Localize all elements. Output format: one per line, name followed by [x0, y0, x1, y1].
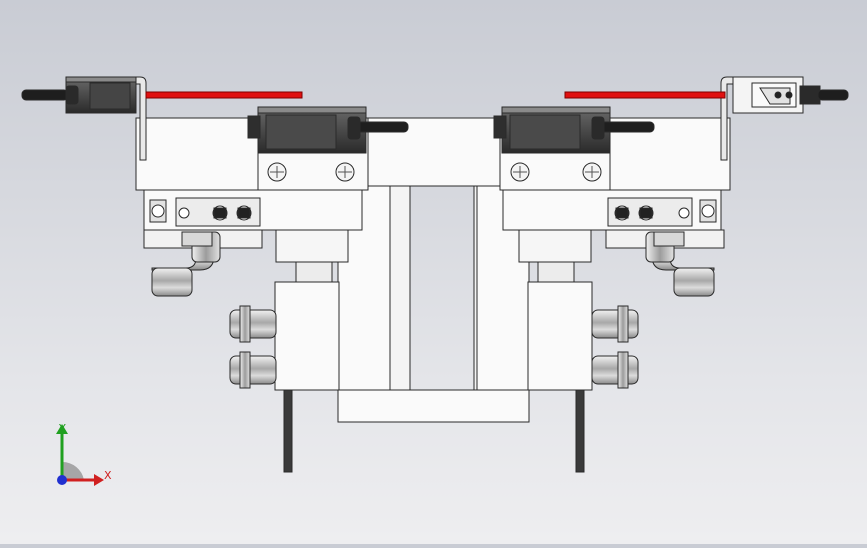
left-gripper-assembly: [21, 76, 409, 473]
z-axis-dot: [57, 475, 67, 485]
x-axis-label: X: [104, 469, 112, 482]
coordinate-triad: Y X: [56, 422, 112, 486]
right-gripper-assembly: [493, 76, 849, 473]
y-axis-label: Y: [58, 422, 66, 435]
center-frame: [337, 117, 530, 423]
